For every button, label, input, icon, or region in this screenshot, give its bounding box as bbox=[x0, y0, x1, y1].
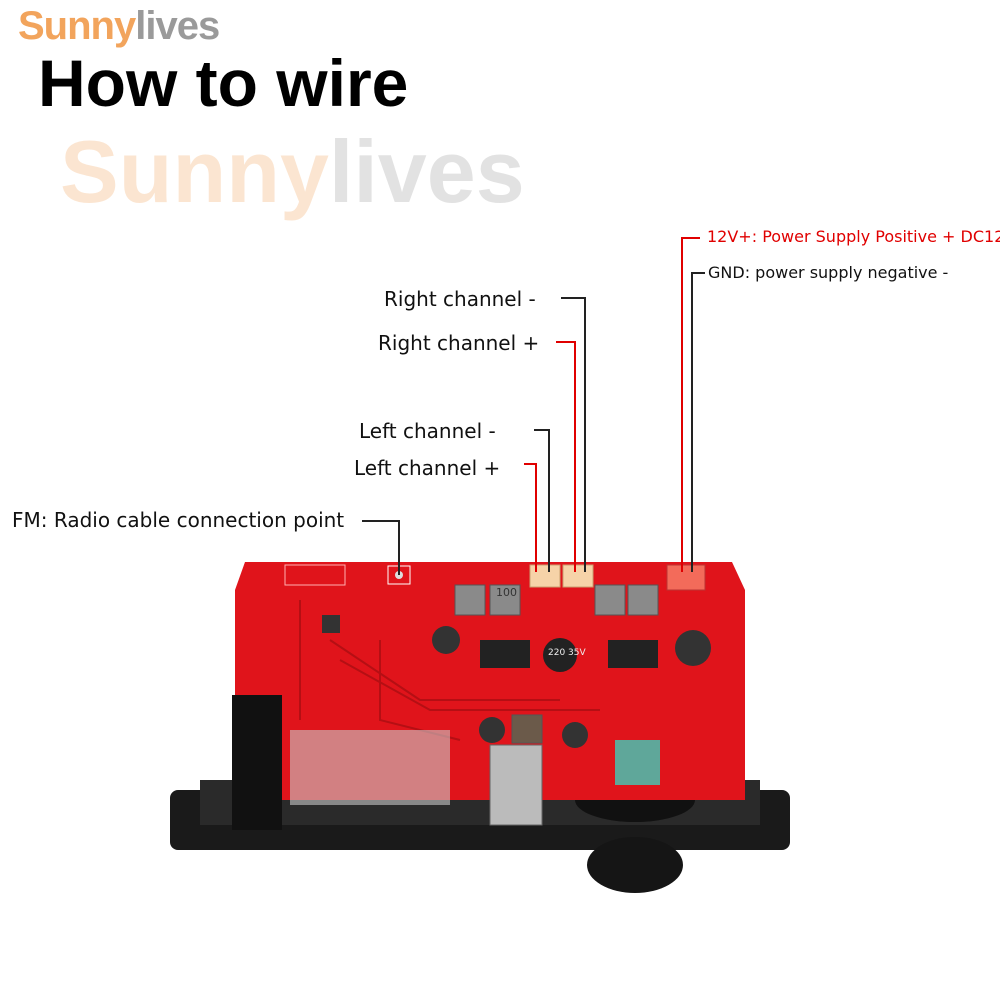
usb-port bbox=[489, 744, 543, 826]
wire-12v bbox=[681, 237, 700, 572]
amp-chip bbox=[608, 640, 658, 668]
wire-right-minus bbox=[561, 297, 586, 572]
wire-left-plus bbox=[524, 463, 537, 572]
label-right-minus: Right channel - bbox=[384, 287, 536, 311]
right-speaker-connector bbox=[562, 564, 594, 588]
volume-knob bbox=[587, 837, 683, 893]
amp-chip bbox=[480, 640, 530, 668]
label-power-negative: GND: power supply negative - bbox=[708, 263, 949, 282]
brand-logo: Sunnylives bbox=[18, 4, 220, 48]
potentiometer bbox=[615, 740, 660, 785]
inductor-marking: 100 bbox=[496, 586, 517, 599]
label-left-plus: Left channel + bbox=[354, 456, 501, 480]
left-speaker-connector bbox=[529, 564, 561, 588]
wire-fm bbox=[362, 520, 400, 575]
watermark: Sunnylives bbox=[60, 122, 525, 221]
wire-right-plus bbox=[556, 341, 576, 572]
capacitor-marking: 220 35V bbox=[548, 648, 586, 658]
wire-gnd bbox=[691, 272, 705, 572]
label-power-positive: 12V+: Power Supply Positive + DC12V bbox=[707, 227, 1000, 246]
wire-left-minus bbox=[534, 429, 550, 572]
page-title: How to wire bbox=[38, 46, 409, 120]
power-connector bbox=[666, 564, 706, 591]
label-left-minus: Left channel - bbox=[359, 419, 496, 443]
aux-jack bbox=[232, 695, 282, 830]
display-area bbox=[290, 730, 450, 805]
label-right-plus: Right channel + bbox=[378, 331, 540, 355]
label-fm: FM: Radio cable connection point bbox=[12, 508, 345, 532]
